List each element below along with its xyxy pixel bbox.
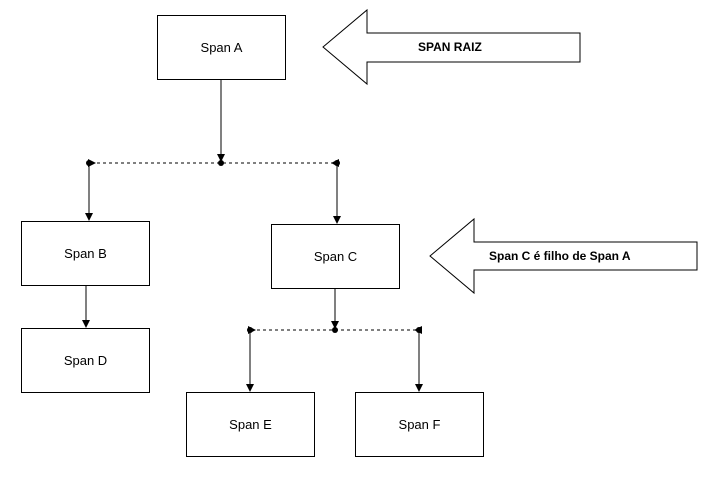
node-span-c: Span C — [271, 224, 400, 289]
node-span-d: Span D — [21, 328, 150, 393]
node-span-b: Span B — [21, 221, 150, 286]
node-label: Span F — [398, 417, 441, 432]
node-span-a: Span A — [157, 15, 286, 80]
child-callout-label: Span C é filho de Span A — [489, 249, 631, 263]
node-label: Span C — [313, 249, 358, 264]
node-label: Span B — [64, 246, 107, 261]
node-span-f: Span F — [355, 392, 484, 457]
root-callout-label: SPAN RAIZ — [418, 40, 482, 54]
node-label: Span D — [63, 353, 108, 368]
junction-dot-c — [332, 327, 338, 333]
root-callout-arrow — [322, 8, 581, 86]
node-label: Span E — [229, 417, 272, 432]
node-label: Span A — [200, 40, 243, 55]
child-callout-arrow — [429, 217, 698, 295]
node-span-e: Span E — [186, 392, 315, 457]
junction-dot-a — [218, 160, 224, 166]
